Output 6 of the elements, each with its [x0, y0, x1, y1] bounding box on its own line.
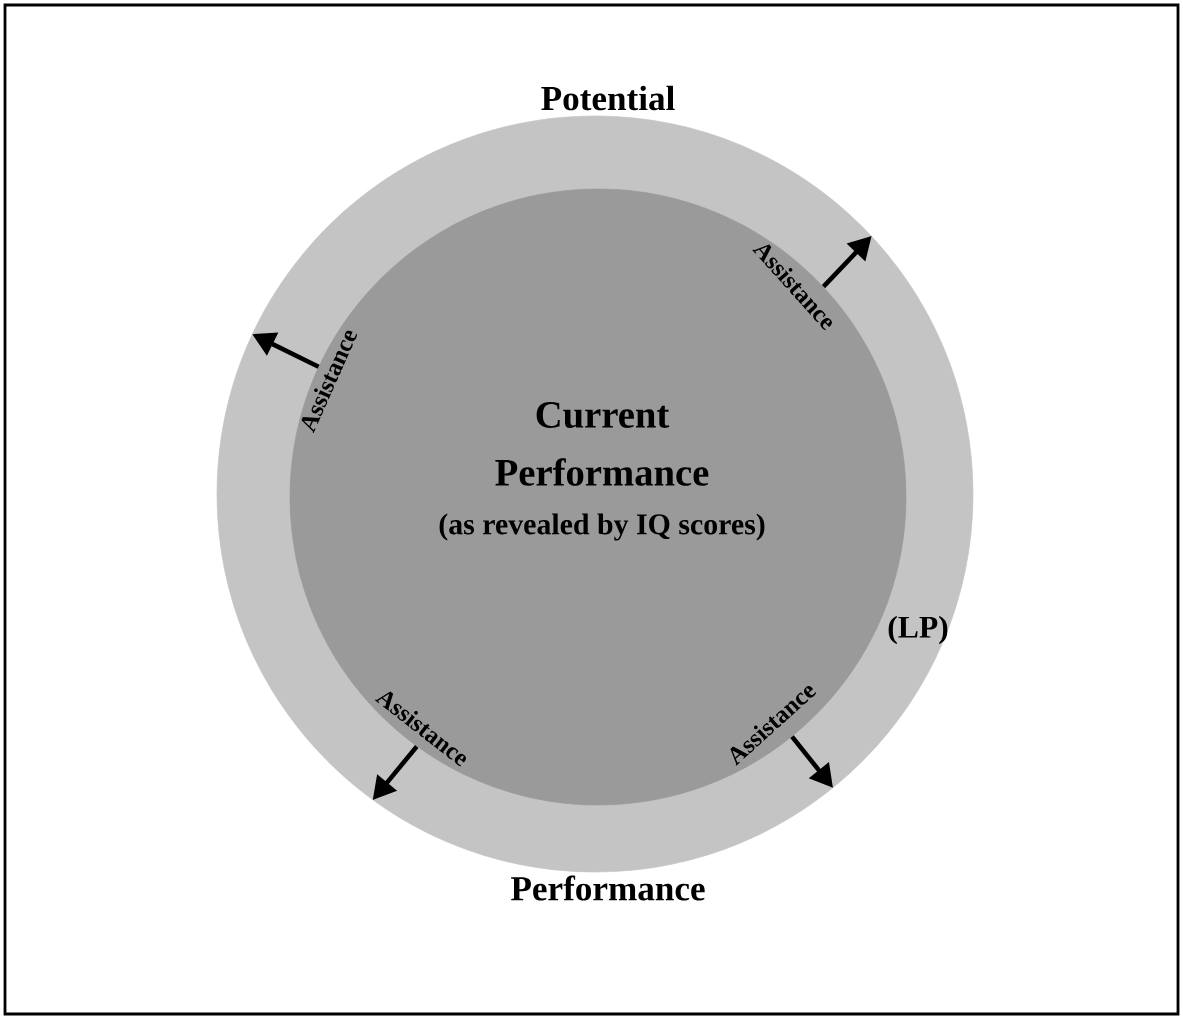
circle-label: Performance: [495, 458, 709, 486]
circle-label: Potential: [541, 85, 675, 111]
circle-label: Current: [536, 401, 670, 429]
circle-label: Performance: [511, 875, 705, 901]
circle-label: (as revealed by IQ scores): [439, 513, 765, 541]
circle-label: (LP): [888, 615, 948, 645]
